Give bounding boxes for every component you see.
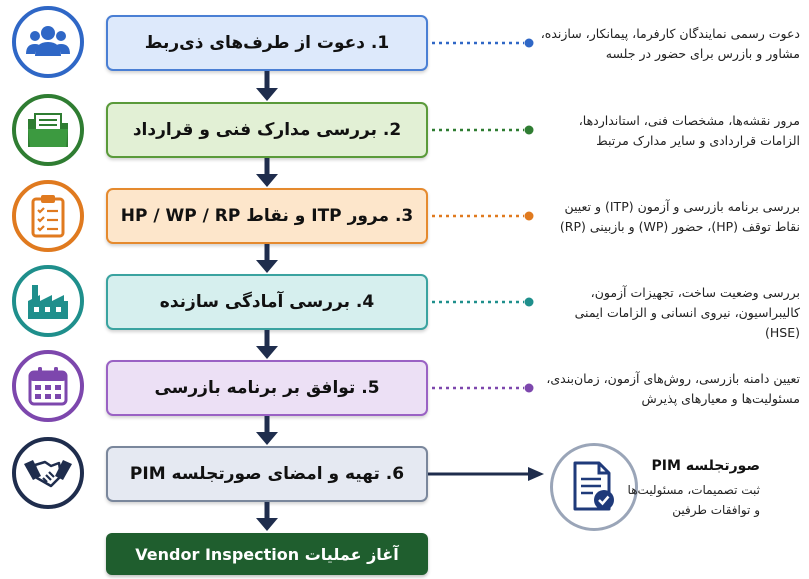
pim-description: ثبت تصمیمات، مسئولیت‌ها و توافقات طرفین bbox=[627, 483, 760, 517]
step-3-title: 3. مرور ITP و نقاط HP / WP / RP bbox=[120, 206, 414, 226]
step-4-box: 4. بررسی آمادگی سازنده bbox=[106, 274, 428, 330]
step-3-description: بررسی برنامه بازرسی و آزمون (ITP) و تعیی… bbox=[559, 199, 800, 234]
step-6-box: 6. تهیه و امضای صورتجلسه PIM bbox=[106, 446, 428, 502]
step-4-title: 4. بررسی آمادگی سازنده bbox=[159, 292, 375, 312]
step-3-box: 3. مرور ITP و نقاط HP / WP / RP bbox=[106, 188, 428, 244]
step-5-title: 5. توافق بر برنامه بازرسی bbox=[154, 378, 380, 398]
step-6-title: 6. تهیه و امضای صورتجلسه PIM bbox=[129, 464, 405, 484]
final-step-box: آغاز عملیات Vendor Inspection bbox=[106, 533, 428, 575]
final-step-title: آغاز عملیات Vendor Inspection bbox=[135, 544, 399, 564]
step-1-title: 1. دعوت از طرف‌های ذی‌ربط bbox=[144, 33, 390, 53]
step-2-box: 2. بررسی مدارک فنی و قرارداد bbox=[106, 102, 428, 158]
step-1-box: 1. دعوت از طرف‌های ذی‌ربط bbox=[106, 15, 428, 71]
step-2-description: مرور نقشه‌ها، مشخصات فنی، استانداردها، ا… bbox=[578, 113, 800, 148]
people-icon bbox=[12, 6, 84, 78]
document-check-icon bbox=[550, 443, 638, 531]
step-1-description: دعوت رسمی نمایندگان کارفرما، پیمانکار، س… bbox=[540, 26, 800, 61]
clipboard-checklist-icon bbox=[12, 180, 84, 252]
pim-title: صورتجلسه PIM bbox=[651, 458, 760, 474]
step-4-description: بررسی وضعیت ساخت، تجهیزات آزمون، کالیبرا… bbox=[574, 285, 800, 340]
calendar-icon bbox=[12, 350, 84, 422]
step-5-description: تعیین دامنه بازرسی، روش‌های آزمون، زمان‌… bbox=[546, 371, 800, 406]
step-5-box: 5. توافق بر برنامه بازرسی bbox=[106, 360, 428, 416]
factory-icon bbox=[12, 265, 84, 337]
handshake-icon bbox=[12, 437, 84, 509]
folder-documents-icon bbox=[12, 94, 84, 166]
step-2-title: 2. بررسی مدارک فنی و قرارداد bbox=[132, 120, 402, 140]
